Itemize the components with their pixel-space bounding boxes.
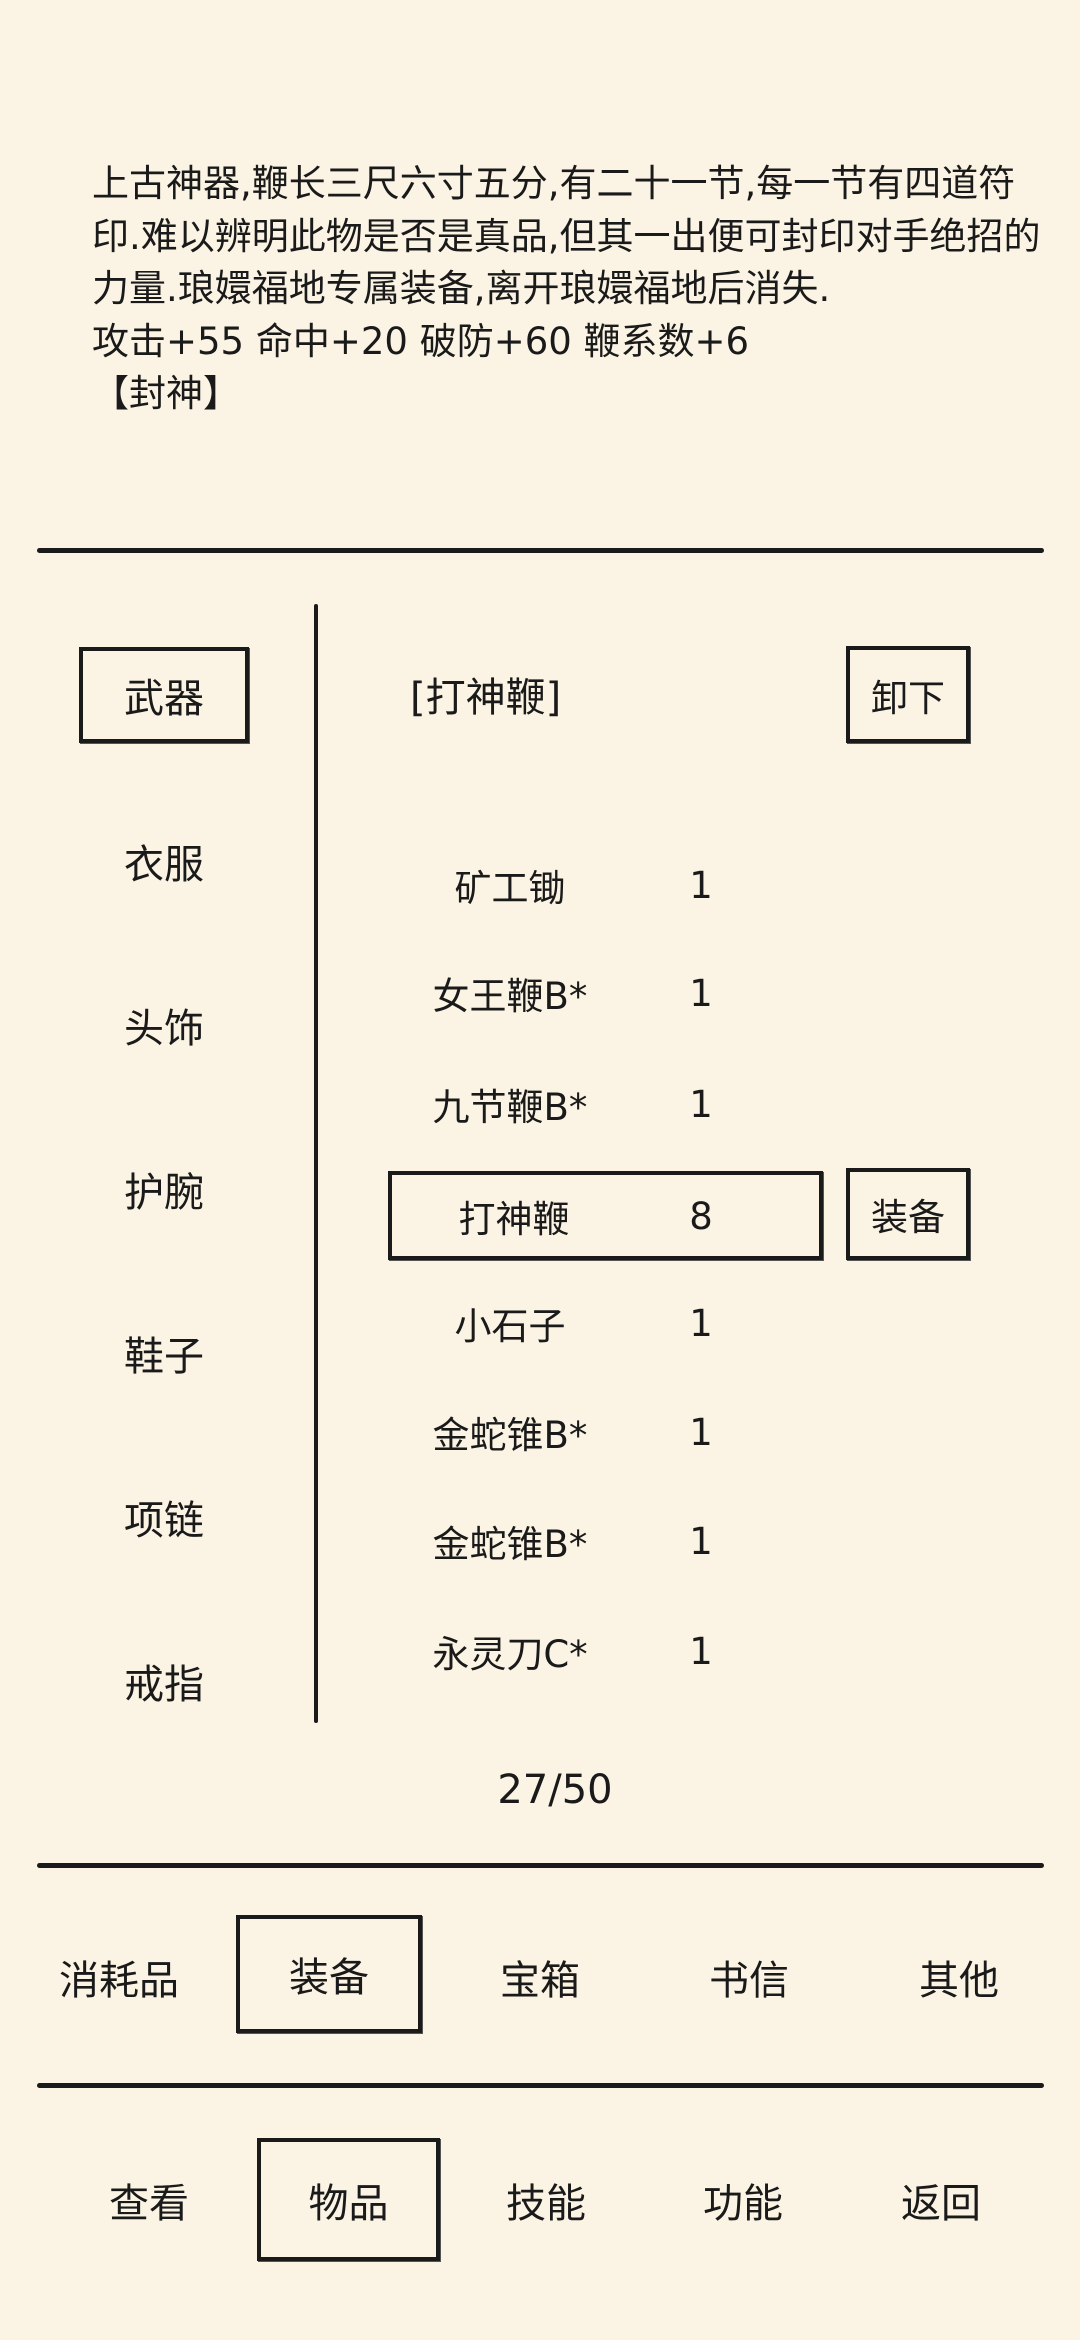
item-name: 永灵刀C* xyxy=(432,1633,588,1676)
equipped-item-name: [打神鞭] xyxy=(410,675,562,721)
item-name: 女王鞭B* xyxy=(432,975,588,1018)
inventory-capacity: 27/50 xyxy=(497,1767,613,1813)
list-item[interactable]: 永灵刀C* 1 xyxy=(388,1606,823,1696)
unequip-button[interactable]: 卸下 xyxy=(846,646,970,743)
tab-consumables[interactable]: 消耗品 xyxy=(59,1958,179,2004)
slot-ring[interactable]: 戒指 xyxy=(79,1633,249,1729)
list-item[interactable]: 金蛇锥B* 1 xyxy=(388,1496,823,1586)
item-name: 矿工锄 xyxy=(454,867,566,910)
nav-skills[interactable]: 技能 xyxy=(506,2181,586,2227)
slot-label: 戒指 xyxy=(124,1662,204,1708)
description-text: 上古神器,鞭长三尺六寸五分,有二十一节,每一节有四道符印.难以辨明此物是否是真品… xyxy=(92,162,1041,310)
divider xyxy=(37,1863,1044,1868)
tab-equipment[interactable]: 装备 xyxy=(236,1915,422,2033)
nav-functions[interactable]: 功能 xyxy=(703,2181,783,2227)
list-item-selected[interactable]: 打神鞭 8 xyxy=(388,1171,823,1260)
tab-letters[interactable]: 书信 xyxy=(709,1958,789,2004)
item-count: 1 xyxy=(689,863,713,907)
slot-bracer[interactable]: 护腕 xyxy=(79,1141,249,1237)
item-count: 8 xyxy=(689,1194,713,1238)
item-count: 1 xyxy=(689,1410,713,1454)
list-item[interactable]: 金蛇锥B* 1 xyxy=(388,1387,823,1477)
divider-vertical xyxy=(314,604,318,1723)
tab-other[interactable]: 其他 xyxy=(919,1958,999,2004)
item-description: 上古神器,鞭长三尺六寸五分,有二十一节,每一节有四道符印.难以辨明此物是否是真品… xyxy=(92,158,1042,421)
slot-headwear[interactable]: 头饰 xyxy=(79,977,249,1073)
list-item[interactable]: 女王鞭B* 1 xyxy=(388,948,823,1038)
tab-chests[interactable]: 宝箱 xyxy=(500,1958,580,2004)
description-tag: 【封神】 xyxy=(92,372,240,415)
item-count: 1 xyxy=(689,1629,713,1673)
slot-label: 头饰 xyxy=(124,1006,204,1052)
nav-items[interactable]: 物品 xyxy=(257,2138,440,2261)
divider xyxy=(37,2083,1044,2088)
slot-clothes[interactable]: 衣服 xyxy=(79,813,249,909)
item-name: 金蛇锥B* xyxy=(432,1414,588,1457)
item-name: 小石子 xyxy=(454,1305,566,1348)
slot-label: 武器 xyxy=(124,676,204,722)
item-count: 1 xyxy=(689,1519,713,1563)
slot-label: 项链 xyxy=(124,1498,204,1544)
nav-back[interactable]: 返回 xyxy=(901,2181,981,2227)
item-count: 1 xyxy=(689,1082,713,1126)
item-count: 1 xyxy=(689,971,713,1015)
slot-shoes[interactable]: 鞋子 xyxy=(79,1305,249,1401)
divider xyxy=(37,548,1044,553)
slot-label: 护腕 xyxy=(124,1170,204,1216)
description-stats: 攻击+55 命中+20 破防+60 鞭系数+6 xyxy=(92,319,750,363)
list-item[interactable]: 小石子 1 xyxy=(388,1278,823,1368)
slot-weapon[interactable]: 武器 xyxy=(79,647,249,743)
list-item[interactable]: 九节鞭B* 1 xyxy=(388,1059,823,1149)
slot-label: 衣服 xyxy=(124,842,204,888)
nav-view[interactable]: 查看 xyxy=(109,2181,189,2227)
list-item[interactable]: 矿工锄 1 xyxy=(388,840,823,930)
item-name: 金蛇锥B* xyxy=(432,1523,588,1566)
slot-label: 鞋子 xyxy=(124,1334,204,1380)
equip-button[interactable]: 装备 xyxy=(846,1168,970,1260)
item-count: 1 xyxy=(689,1301,713,1345)
item-name: 打神鞭 xyxy=(458,1198,570,1241)
item-name: 九节鞭B* xyxy=(432,1086,588,1129)
slot-necklace[interactable]: 项链 xyxy=(79,1469,249,1565)
